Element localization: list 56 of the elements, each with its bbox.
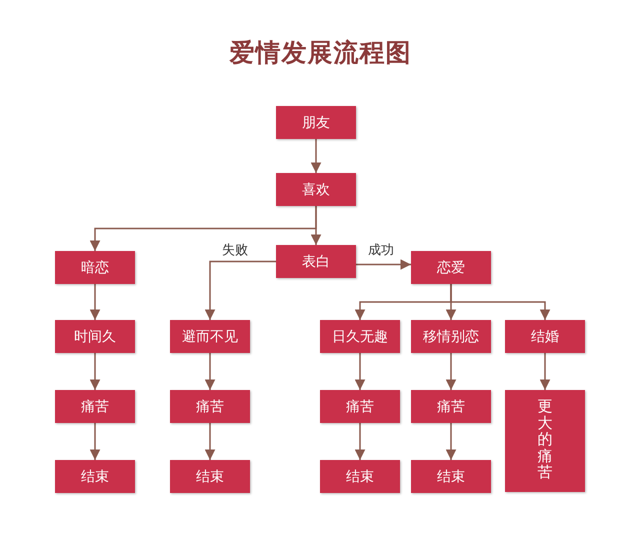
process-box (411, 390, 491, 423)
box-text: 避而不见 (182, 328, 238, 346)
arrow (204, 423, 216, 460)
box-text: 结婚 (531, 328, 559, 346)
box-text: 更大的痛苦 (538, 398, 552, 480)
box-text: 结束 (437, 468, 465, 486)
box-text: 痛苦 (196, 398, 224, 416)
arrow (450, 284, 550, 320)
edge-label: 失败 (220, 241, 250, 259)
box-text: 痛苦 (81, 398, 109, 416)
arrow (540, 353, 550, 390)
process-box (505, 320, 585, 353)
box-text: 移情别恋 (423, 328, 479, 346)
box-text: 暗恋 (81, 258, 109, 276)
process-box (55, 320, 135, 353)
arrow (204, 353, 216, 390)
arrow (354, 423, 366, 460)
arrow (90, 284, 100, 320)
process-box (320, 460, 400, 493)
arrow (90, 353, 100, 390)
arrow (446, 353, 456, 390)
box-text: 结束 (346, 468, 374, 486)
box-text: 喜欢 (302, 180, 330, 198)
arrow (310, 139, 322, 173)
box-text: 恋爱 (437, 258, 465, 276)
process-box (505, 390, 585, 492)
box-text: 朋友 (302, 114, 330, 132)
process-box (276, 173, 356, 206)
box-text: 日久无趣 (332, 328, 388, 346)
box-text: 结束 (196, 468, 224, 486)
edge-label: 成功 (366, 241, 396, 259)
process-box (276, 106, 356, 139)
box-text: 结束 (81, 468, 109, 486)
arrow (354, 353, 366, 390)
process-box (411, 460, 491, 493)
box-text: 痛苦 (346, 398, 374, 416)
box-text: 痛苦 (437, 398, 465, 416)
process-box (170, 390, 250, 423)
arrow (90, 423, 100, 460)
process-box (55, 251, 135, 284)
process-box (276, 245, 356, 278)
arrow (446, 423, 456, 460)
arrow (310, 206, 322, 245)
box-text: 时间久 (74, 328, 116, 346)
arrow (356, 259, 411, 270)
process-box (411, 251, 491, 284)
process-box (170, 320, 250, 353)
arrow (204, 260, 276, 320)
process-box (170, 460, 250, 493)
box-text: 表白 (302, 252, 330, 270)
process-box (320, 320, 400, 353)
process-box (55, 460, 135, 493)
process-box (411, 320, 491, 353)
diagram-title: 爱情发展流程图 (228, 37, 412, 69)
process-box (55, 390, 135, 423)
process-box (320, 390, 400, 423)
